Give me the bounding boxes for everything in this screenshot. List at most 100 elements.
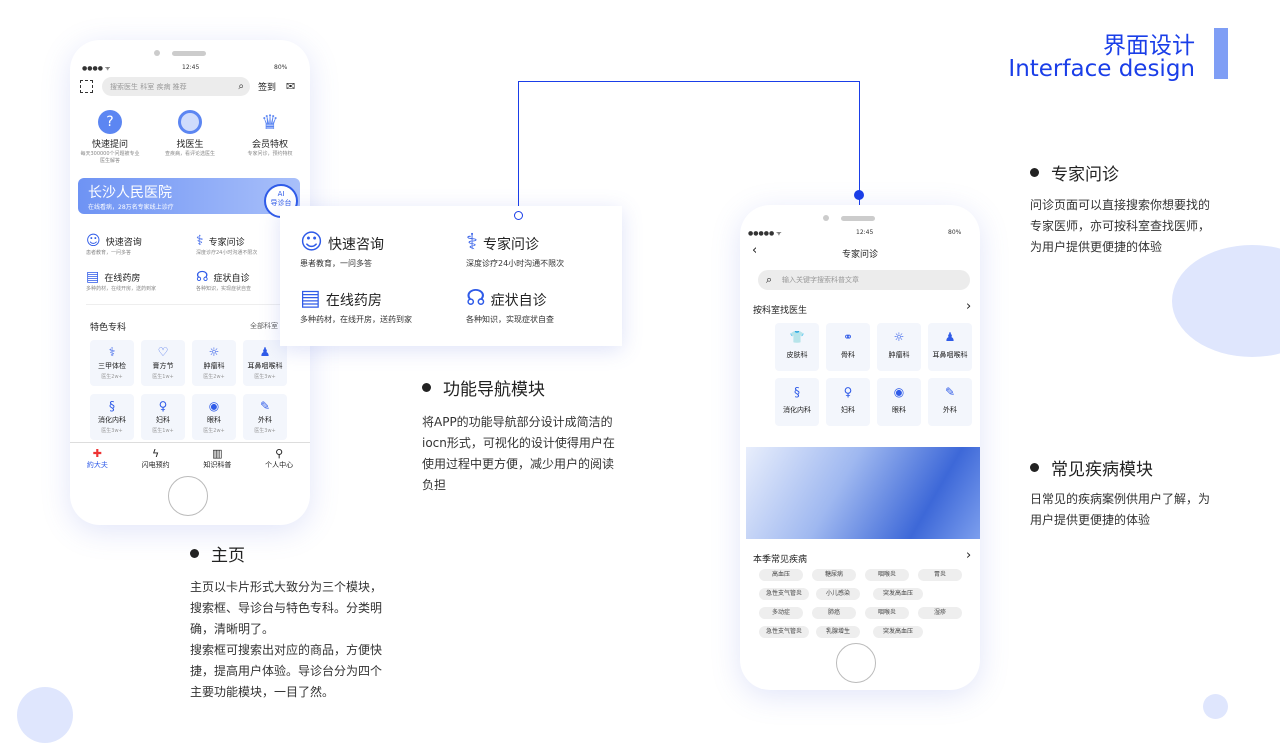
home-button[interactable] (836, 643, 876, 683)
doctor-icon: ⚕ (196, 233, 204, 249)
disease-tag[interactable]: 突发高血压 (873, 626, 923, 638)
dept-icon: ♟ (944, 330, 956, 344)
checkin-button[interactable]: 签到 (258, 83, 277, 93)
doctor-icon: ⚕ (466, 230, 478, 255)
page-title: 专家问诊 (841, 250, 878, 260)
specialty-tile[interactable]: ♡膏方节医生1w+ (141, 340, 185, 386)
dept-title: 按科室找医生 (753, 306, 808, 316)
home-phone: ●●●● ᯤ 12:45 80% 搜索医生 科室 疾病 推荐⌕ 签到 ✉ ?快速… (70, 40, 310, 525)
shield-icon: ✚ (92, 447, 102, 460)
disease-text: 日常见的疾病案例供用户了解，为用户提供更便捷的体验 (1030, 492, 1211, 527)
magnifier-icon (178, 110, 202, 134)
dept-icon: ♀ (843, 385, 853, 399)
person-icon: ⚲ (275, 447, 284, 460)
face-icon: ☺ (86, 233, 101, 249)
nav-item[interactable]: ▤ 在线药房多种药材，在线开房，送药到家 (86, 269, 157, 292)
disease-tag[interactable]: 急性支气管炎 (759, 626, 809, 638)
mail-icon[interactable]: ✉ (286, 80, 296, 93)
dept-tile[interactable]: ✎外科 (928, 378, 972, 426)
connector-line (518, 81, 860, 215)
decor-ellipse (1172, 245, 1280, 357)
disease-title: 本季常见疾病 (753, 555, 808, 565)
home-text: 主页以卡片形式大致分为三个模块，搜索框、导诊台与特色专科。分类明确，清晰明了。搜… (190, 580, 383, 699)
chevron-right-icon[interactable]: › (966, 548, 972, 563)
specialty-icon: ◉ (208, 399, 220, 413)
decor-circle (17, 687, 73, 743)
expert-text: 问诊页面可以直接搜索你想要找的专家医师，亦可按科室查找医师，为用户提供更便捷的体… (1030, 198, 1211, 254)
disease-tag[interactable]: 咽喉炎 (865, 607, 909, 619)
specialty-tile[interactable]: ♀妇科医生1w+ (141, 394, 185, 440)
home-button[interactable] (168, 476, 208, 516)
search-icon: ⌕ (766, 273, 773, 286)
specialty-tile[interactable]: ☼肿瘤科医生2w+ (192, 340, 236, 386)
question-icon: ? (98, 110, 122, 134)
disease-tag[interactable]: 多动症 (759, 607, 803, 619)
tab-profile[interactable]: ⚲个人中心 (265, 447, 294, 469)
find-doctor[interactable]: 找医生查疾病，看评论选医生 (160, 110, 220, 164)
specialty-icon: ⚕ (108, 345, 116, 359)
head-icon: ☊ (196, 269, 209, 285)
specialty-icon: ✎ (259, 399, 271, 413)
dept-tile[interactable]: ◉眼科 (877, 378, 921, 426)
specialty-icon: ☼ (208, 345, 220, 359)
disease-tag[interactable]: 突发高血压 (873, 588, 923, 600)
book-icon: ▥ (212, 447, 223, 460)
back-icon[interactable]: ‹ (752, 243, 758, 258)
nav-module-title: 功能导航模块 (422, 375, 545, 400)
chevron-right-icon[interactable]: › (966, 299, 972, 314)
popup-item[interactable]: ☺ 快速咨询患者教育，一问多答 (300, 230, 385, 268)
member[interactable]: ♛会员特权专家问诊，预约特权 (240, 110, 300, 164)
dept-tile[interactable]: §消化内科 (775, 378, 819, 426)
specialty-icon: ♟ (259, 345, 271, 359)
dept-icon: ☼ (893, 330, 905, 344)
disease-tag[interactable]: 咽喉炎 (865, 569, 909, 581)
decor-circle (1203, 694, 1228, 719)
nav-item[interactable]: ⚕ 专家问诊深度诊疗24小时沟通不限次 (196, 233, 258, 256)
search-input[interactable]: ⌕输入关键字搜索科普文章 (758, 270, 970, 290)
nav-item[interactable]: ☊ 症状自诊各种知识，实现症状自查 (196, 269, 252, 292)
disease-tag[interactable]: 高血压 (759, 569, 803, 581)
disease-tag[interactable]: 肺癌 (812, 607, 856, 619)
disease-tag[interactable]: 糖尿病 (812, 569, 856, 581)
specialty-tile[interactable]: ✎外科医生3w+ (243, 394, 287, 440)
dept-tile[interactable]: 👕皮肤科 (775, 323, 819, 371)
specialty-tile[interactable]: ◉眼科医生2w+ (192, 394, 236, 440)
all-departments-link[interactable]: 全部科室 (250, 322, 278, 330)
crown-icon: ♛ (261, 110, 279, 134)
popup-item[interactable]: ▤ 在线药房多种药材，在线开房，送药到家 (300, 286, 412, 324)
head-icon: ☊ (466, 286, 486, 311)
popup-item[interactable]: ⚕ 专家问诊深度诊疗24小时沟通不限次 (466, 230, 565, 268)
dept-tile[interactable]: ♀妇科 (826, 378, 870, 426)
disease-tag[interactable]: 湿疹 (918, 607, 962, 619)
dept-tile[interactable]: ☼肿瘤科 (877, 323, 921, 371)
dept-tile[interactable]: ♟耳鼻咽喉科 (928, 323, 972, 371)
specialty-tile[interactable]: ♟耳鼻咽喉科医生3w+ (243, 340, 287, 386)
expert-phone: ●●●●● ᯤ 12:45 80% ‹ 专家问诊 ⌕输入关键字搜索科普文章 按科… (740, 205, 980, 690)
disease-tag[interactable]: 乳腺增生 (816, 626, 860, 638)
quick-ask[interactable]: ?快速提问每天300000个问题被专业医生解答 (80, 110, 140, 164)
quick-row: ?快速提问每天300000个问题被专业医生解答 找医生查疾病，看评论选医生 ♛会… (70, 110, 310, 164)
specialty-icon: ♀ (158, 399, 168, 413)
disease-tag[interactable]: 小儿感染 (816, 588, 860, 600)
disease-tag[interactable]: 胃炎 (918, 569, 962, 581)
specialty-tile[interactable]: §消化内科医生3w+ (90, 394, 134, 440)
title-bar (1214, 28, 1228, 79)
specialty-tile[interactable]: ⚕三甲体检医生2w+ (90, 340, 134, 386)
tab-home[interactable]: ✚約大夫 (86, 447, 108, 469)
nav-item[interactable]: ☺ 快速咨询患者教育，一问多答 (86, 233, 142, 256)
popup-item[interactable]: ☊ 症状自诊各种知识，实现症状自查 (466, 286, 554, 324)
dept-icon: 👕 (789, 330, 805, 344)
scan-icon[interactable] (80, 80, 93, 93)
search-input[interactable]: 搜索医生 科室 疾病 推荐⌕ (102, 77, 250, 96)
dept-icon: ✎ (944, 385, 956, 399)
disease-tag[interactable]: 急性支气管炎 (759, 588, 809, 600)
dept-icon: ⚭ (842, 330, 854, 344)
specialty-icon: ♡ (157, 345, 169, 359)
tab-knowledge[interactable]: ▥知识科普 (203, 447, 232, 469)
dept-icon: § (794, 385, 800, 399)
face-icon: ☺ (300, 230, 323, 255)
dept-tile[interactable]: ⚭骨科 (826, 323, 870, 371)
